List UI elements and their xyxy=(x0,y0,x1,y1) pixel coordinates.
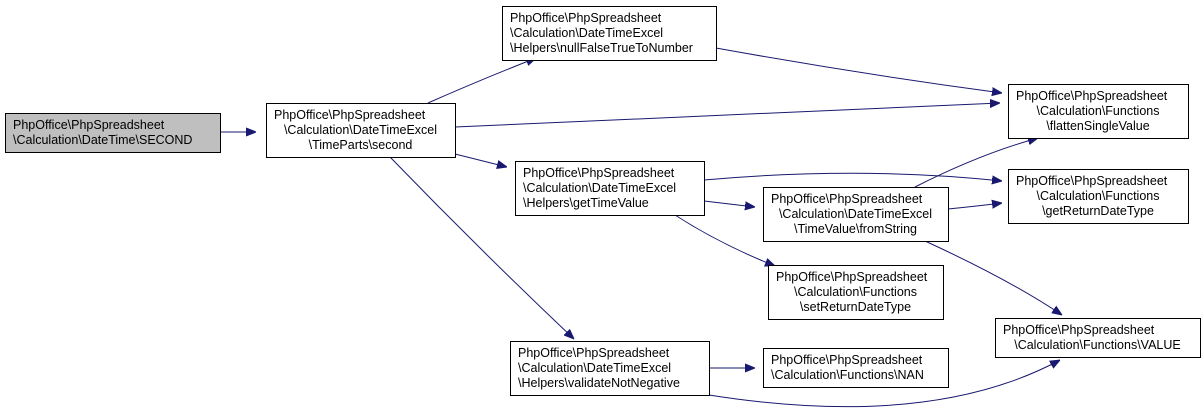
node-label-line: \Calculation\Functions\NAN xyxy=(771,368,924,382)
node-label-line: PhpOffice\PhpSpreadsheet xyxy=(1003,323,1155,337)
edge-n4-n7 xyxy=(703,172,1002,181)
node-n6[interactable]: PhpOffice\PhpSpreadsheet\Calculation\Fun… xyxy=(1008,84,1189,139)
node-box xyxy=(515,161,705,216)
node-label-line: \Calculation\DateTimeExcel xyxy=(523,181,676,195)
edge-n3-n6 xyxy=(715,47,1002,93)
edge-n2-n6 xyxy=(454,103,1000,128)
node-label-line: \Helpers\validateNotNegative xyxy=(518,376,680,390)
node-label-line: PhpOffice\PhpSpreadsheet xyxy=(771,192,923,206)
node-box xyxy=(510,341,710,396)
node-box xyxy=(763,348,949,388)
node-n5[interactable]: PhpOffice\PhpSpreadsheet\Calculation\Dat… xyxy=(510,341,710,396)
node-label-line: PhpOffice\PhpSpreadsheet xyxy=(13,118,165,132)
node-label-line: PhpOffice\PhpSpreadsheet xyxy=(523,166,675,180)
node-label-line: \TimeValue\fromString xyxy=(794,222,917,236)
node-label-line: \Calculation\DateTimeExcel xyxy=(284,123,437,137)
node-label-line: \Calculation\Functions xyxy=(1037,189,1160,203)
node-box xyxy=(768,265,944,320)
node-label-line: \Calculation\DateTimeExcel xyxy=(518,361,671,375)
node-label-line: PhpOffice\PhpSpreadsheet xyxy=(1016,174,1168,188)
node-label-line: \setReturnDateType xyxy=(800,300,911,314)
node-label-line: \Calculation\Functions xyxy=(794,285,917,299)
node-label-line: \flattenSingleValue xyxy=(1046,119,1149,133)
node-label-line: PhpOffice\PhpSpreadsheet xyxy=(776,270,928,284)
node-box xyxy=(995,318,1201,358)
edge-n2-n3 xyxy=(427,58,536,104)
node-label-line: \getReturnDateType xyxy=(1042,204,1154,218)
node-label-line: \Helpers\nullFalseTrueToNumber xyxy=(510,41,693,55)
node-label-line: PhpOffice\PhpSpreadsheet xyxy=(1016,89,1168,103)
node-box xyxy=(266,103,456,158)
node-n10[interactable]: PhpOffice\PhpSpreadsheet\Calculation\Fun… xyxy=(995,318,1201,358)
node-label-line: PhpOffice\PhpSpreadsheet xyxy=(510,11,662,25)
node-label-line: \TimeParts\second xyxy=(309,138,413,152)
node-box xyxy=(1008,84,1189,139)
node-n1[interactable]: PhpOffice\PhpSpreadsheet\Calculation\Dat… xyxy=(5,113,221,153)
node-n8[interactable]: PhpOffice\PhpSpreadsheet\Calculation\Dat… xyxy=(763,187,949,242)
node-n11[interactable]: PhpOffice\PhpSpreadsheet\Calculation\Fun… xyxy=(763,348,949,388)
node-box xyxy=(5,113,221,153)
edge-n4-n8 xyxy=(703,200,755,207)
edge-n5-n10 xyxy=(708,360,1060,408)
node-box xyxy=(1008,169,1189,224)
nodes: PhpOffice\PhpSpreadsheet\Calculation\Dat… xyxy=(5,6,1201,396)
node-n2[interactable]: PhpOffice\PhpSpreadsheet\Calculation\Dat… xyxy=(266,103,456,158)
edges xyxy=(220,47,1062,408)
edge-n2-n5 xyxy=(389,156,574,339)
node-box xyxy=(763,187,949,242)
edge-n8-n10 xyxy=(924,240,1062,315)
node-label-line: \Calculation\DateTime\SECOND xyxy=(13,133,192,147)
node-label-line: \Calculation\Functions xyxy=(1037,104,1160,118)
node-label-line: \Calculation\DateTimeExcel xyxy=(779,207,932,221)
node-n7[interactable]: PhpOffice\PhpSpreadsheet\Calculation\Fun… xyxy=(1008,169,1189,224)
node-n3[interactable]: PhpOffice\PhpSpreadsheet\Calculation\Dat… xyxy=(502,6,717,61)
node-n4[interactable]: PhpOffice\PhpSpreadsheet\Calculation\Dat… xyxy=(515,161,705,216)
node-label-line: PhpOffice\PhpSpreadsheet xyxy=(274,108,426,122)
node-label-line: \Calculation\DateTimeExcel xyxy=(510,26,663,40)
node-label-line: PhpOffice\PhpSpreadsheet xyxy=(771,353,923,367)
node-box xyxy=(502,6,717,61)
edge-n2-n4 xyxy=(454,153,507,167)
edge-n8-n7 xyxy=(947,203,1002,210)
node-label-line: PhpOffice\PhpSpreadsheet xyxy=(518,346,670,360)
edge-n4-n9 xyxy=(674,214,775,266)
node-n9[interactable]: PhpOffice\PhpSpreadsheet\Calculation\Fun… xyxy=(768,265,944,320)
node-label-line: \Calculation\Functions\VALUE xyxy=(1014,338,1181,352)
edge-n8-n6 xyxy=(914,138,1038,188)
node-label-line: \Helpers\getTimeValue xyxy=(523,196,649,210)
